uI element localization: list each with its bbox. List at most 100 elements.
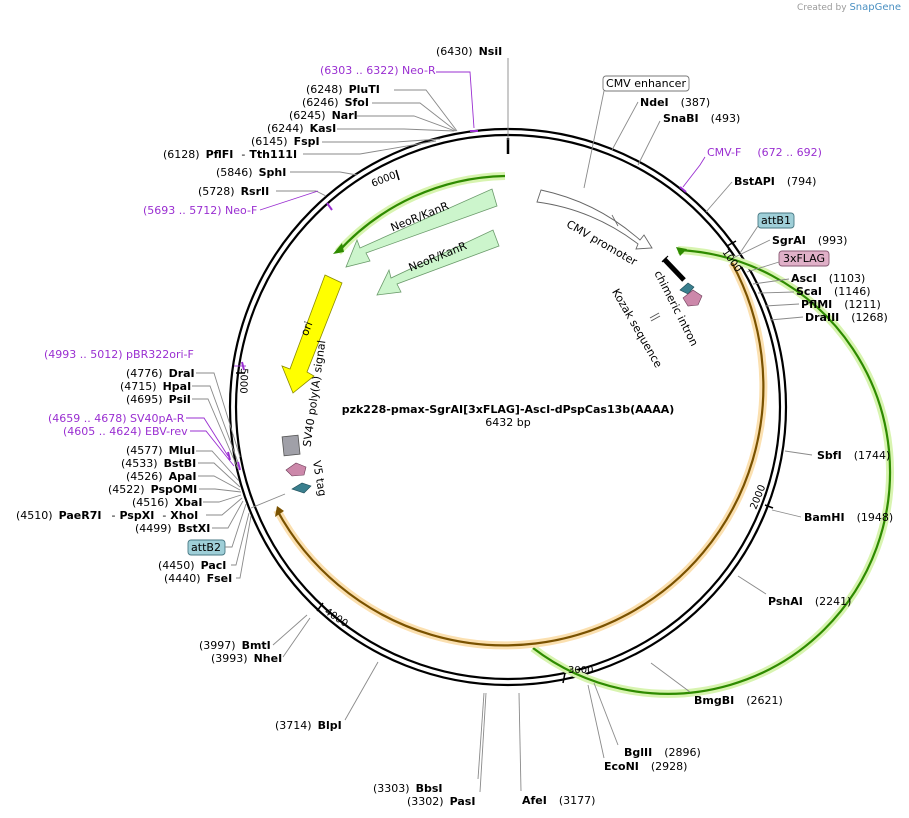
kozak-mark-a [649, 312, 660, 319]
leader-pfl [303, 140, 437, 155]
flag-feature-arrow [682, 289, 703, 307]
attb1-label: attB1 [761, 214, 791, 227]
neor-line [337, 174, 506, 253]
leader-sv40 [186, 417, 229, 457]
leader-nar [357, 115, 456, 132]
leader-cmv-enhancer [583, 90, 605, 189]
primer-ebv-mark [237, 461, 241, 471]
leader-pae [206, 497, 243, 516]
site-eco: EcoNI(2928) [604, 760, 687, 773]
site-psh: PshAI(2241) [768, 595, 851, 608]
leader-nhe [282, 617, 311, 658]
leader-flag [746, 261, 780, 273]
cmv-promoter-divider [611, 214, 619, 227]
primer-neor: (6303 .. 6322) Neo-R [320, 64, 436, 77]
leader-sgr [732, 239, 771, 259]
cds-green-arrowhead [676, 247, 687, 256]
leader-sbf [784, 450, 813, 456]
leader-bbs [477, 692, 485, 780]
site-bstapi: BstAPI(794) [734, 175, 816, 188]
leader-sfo [372, 102, 457, 132]
leader-psi [192, 398, 239, 470]
leader-bstbi [198, 462, 241, 488]
tick-label: 6000 [370, 170, 398, 190]
leader-cmvf [682, 156, 706, 188]
neor-kanr-arrow-2 [376, 229, 500, 296]
attb1-feature-arrow [679, 282, 695, 295]
leader-fse [236, 515, 252, 579]
leader-eco [587, 684, 605, 759]
site-sna: SnaBI(493) [663, 112, 740, 125]
chimeric-intron-label: chimeric intron [651, 268, 700, 348]
credit-brand: SnapGene [849, 2, 901, 13]
snapgene-credit: Created by SnapGene [797, 2, 901, 13]
leader-kas [337, 128, 455, 132]
cmv-promoter-arrow [536, 189, 653, 250]
leader-nde [611, 101, 639, 151]
leader-psp [199, 488, 242, 493]
leader-sca [757, 291, 795, 294]
cds-green-arc [532, 248, 892, 695]
flag-label: 3xFLAG [783, 252, 825, 265]
primer-sv40-mark [227, 451, 231, 461]
leader-bstx [212, 500, 244, 529]
leader-pas [479, 692, 487, 793]
leader-attb2 [225, 503, 247, 548]
leader-pac [231, 512, 250, 566]
leader-neor [436, 71, 475, 129]
primer-cmvf: CMV-F(672 .. 692) [707, 146, 822, 159]
v5-teal-arrow [291, 482, 312, 494]
leader-blp [344, 661, 379, 721]
site-sph: (5846)SphI [216, 166, 286, 179]
site-dra1: (4776)DraI [126, 367, 195, 380]
site-fsp: (6145)FspI [251, 135, 320, 148]
attb2-label: attB2 [191, 541, 221, 554]
leader-bmg [650, 662, 691, 693]
site-bgl: BglII(2896) [624, 746, 701, 759]
leader-xba [203, 494, 242, 503]
site-dra3: DraIII(1268) [805, 311, 888, 324]
site-sgr: SgrAI(993) [772, 234, 847, 247]
site-apa: (4526)ApaI [126, 470, 196, 483]
leader-asc [752, 278, 790, 285]
v5-pink-arrow [285, 462, 307, 477]
credit-prefix: Created by [797, 3, 847, 13]
leader-hpa [192, 385, 240, 466]
site-sbf: SbfI(1744) [817, 449, 890, 462]
leader-attb1 [739, 225, 759, 254]
primer-neof-mark [326, 202, 333, 211]
plasmid-name: pzk228-pmax-SgrAI[3xFLAG]-AscI-dPspCas13… [342, 403, 675, 416]
site-psi: (4695)PsiI [126, 393, 191, 406]
cmv-promoter-label: CMV promoter [564, 218, 640, 269]
chimeric-intron-bar [662, 257, 686, 282]
leader-plu [394, 89, 458, 132]
leader-pflmi [764, 303, 800, 307]
chimeric-intron-tick [661, 255, 669, 263]
leader-apa [198, 475, 241, 491]
leader-ebv [190, 430, 235, 467]
leader-mlu [196, 450, 240, 482]
primer-pbr-mark [241, 361, 245, 371]
site-pas: (3302)PasI [407, 795, 475, 808]
tick-6000: 6000 [370, 169, 400, 190]
site-bstbi: (4533)BstBI [121, 457, 196, 470]
tick-3000: 3000 [562, 665, 593, 684]
leader-dra1 [196, 372, 241, 458]
leader-v5 [250, 493, 286, 509]
site-bmg: BmgBI(2621) [694, 694, 783, 707]
leader-bgl [593, 682, 619, 746]
attb1-box [757, 212, 795, 229]
tick-5000: 5000 [236, 368, 249, 394]
ori-arrow [281, 274, 343, 394]
site-mlu: (4577)MluI [126, 444, 195, 457]
primer-pbr: (4993 .. 5012) pBR322ori-F [44, 348, 194, 361]
tick-4000: 4000 [316, 602, 350, 630]
site-plu: (6248)PluTI [306, 83, 380, 96]
site-bam: BamHI(1948) [804, 511, 893, 524]
primer-ebv: (4605 .. 4624) EBV-rev [63, 425, 188, 438]
leader-neof [259, 190, 319, 211]
v5-tag-label: V5 tag [310, 460, 329, 498]
cmv-enhancer-label: CMV enhancer [606, 77, 686, 90]
leader-psh [737, 575, 767, 595]
tick-label: 5000 [237, 368, 249, 394]
